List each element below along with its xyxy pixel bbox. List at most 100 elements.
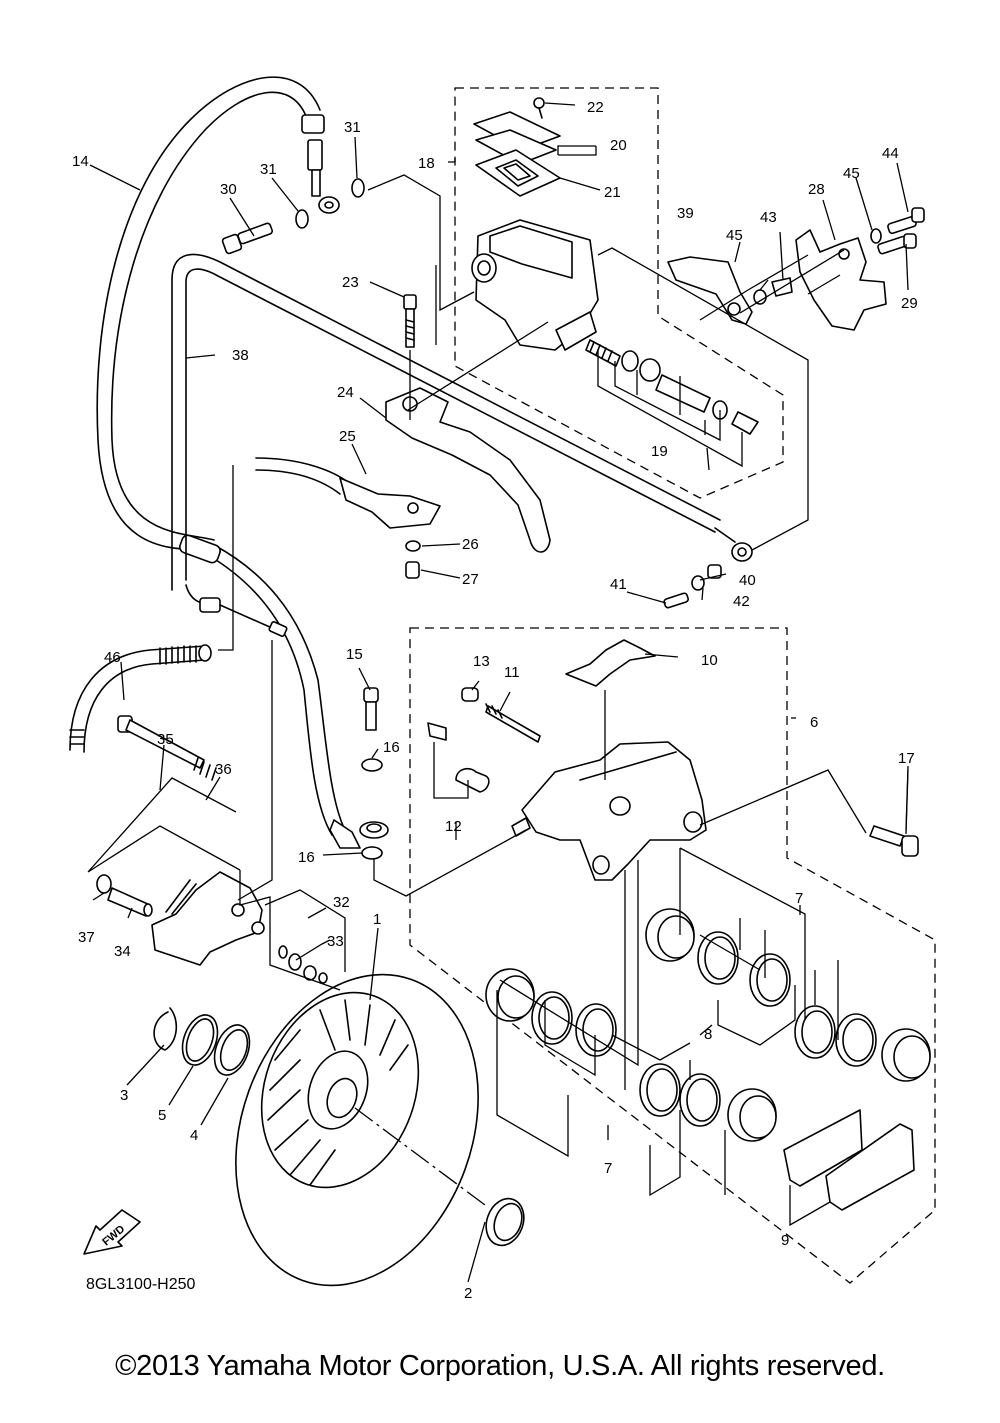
callout-27: 27: [462, 571, 479, 588]
callout-37: 37: [78, 929, 95, 946]
callout-45-right: 45: [843, 165, 860, 182]
callout-20: 20: [610, 137, 627, 154]
parking-caliper-oring[interactable]: [96, 874, 112, 894]
callout-5: 5: [158, 1107, 166, 1124]
brake-pad-kit[interactable]: [783, 1109, 915, 1211]
callout-34: 34: [114, 943, 131, 960]
callout-25: 25: [339, 428, 356, 445]
reservoir-cap[interactable]: [473, 111, 561, 165]
callout-14: 14: [72, 153, 89, 170]
copper-washer-upper-1[interactable]: [295, 209, 309, 229]
parking-brake-caliper[interactable]: [151, 871, 265, 966]
callout-31-lower: 31: [260, 161, 277, 178]
cable-collar[interactable]: [707, 564, 722, 579]
axis-line-disc: [354, 1107, 486, 1206]
parking-caliper-collar[interactable]: [107, 887, 153, 917]
copper-washer-lower-2[interactable]: [361, 846, 383, 860]
banjo-bolt-upper[interactable]: [221, 222, 273, 255]
brake-disc[interactable]: [194, 940, 520, 1319]
guide-lines-caliper: [496, 847, 839, 1227]
callout-13: 13: [473, 653, 490, 670]
callout-41: 41: [610, 576, 627, 593]
assembly-guide-lines: [218, 174, 867, 901]
callout-7-upper: 7: [795, 890, 803, 907]
callout-17: 17: [898, 750, 915, 767]
callout-45-left: 45: [726, 227, 743, 244]
callout-36: 36: [215, 761, 232, 778]
group-outline-caliper: [409, 627, 936, 1284]
callout-10: 10: [701, 652, 718, 669]
callout-35: 35: [157, 731, 174, 748]
callout-18: 18: [418, 155, 435, 172]
caliper-bolt[interactable]: [869, 825, 919, 857]
cable-bolt[interactable]: [663, 592, 689, 609]
callout-9: 9: [781, 1232, 789, 1249]
pedal-lever[interactable]: [667, 256, 753, 325]
master-cylinder-piston-kit[interactable]: [585, 339, 759, 435]
callout-7-lower: 7: [604, 1160, 612, 1177]
pad-pin[interactable]: [485, 703, 541, 743]
callout-44: 44: [882, 145, 899, 162]
callout-11: 11: [504, 664, 520, 681]
pedal-bracket[interactable]: [795, 229, 887, 331]
copper-washer-lower-1[interactable]: [361, 758, 383, 772]
callout-6: 6: [810, 714, 818, 731]
callout-15: 15: [346, 646, 363, 663]
drawing-code: 8GL3100-H250: [86, 1276, 196, 1293]
callout-21: 21: [604, 184, 621, 201]
brake-hose[interactable]: [96, 76, 389, 849]
parking-brake-cable[interactable]: [171, 253, 753, 637]
callout-22: 22: [587, 99, 604, 116]
callout-26: 26: [462, 536, 479, 553]
callout-39: 39: [677, 205, 694, 222]
piston-seal-set[interactable]: [531, 931, 877, 1127]
circlip[interactable]: [153, 1007, 178, 1051]
brake-light-switch[interactable]: [255, 457, 441, 529]
cap-screw[interactable]: [533, 97, 545, 119]
pedal-washer[interactable]: [753, 289, 767, 305]
callout-leaders: [89, 102, 909, 1283]
banjo-bolt-lower[interactable]: [363, 687, 379, 731]
bracket-bolt-upper[interactable]: [887, 207, 925, 235]
callout-19: 19: [651, 443, 668, 460]
callout-3: 3: [120, 1087, 128, 1104]
cable-washer[interactable]: [691, 575, 705, 591]
callout-43: 43: [760, 209, 777, 226]
bleed-screw-set[interactable]: [427, 722, 490, 793]
pad-pin-plug[interactable]: [461, 687, 479, 702]
bracket-washer[interactable]: [870, 228, 882, 244]
callout-31-upper: 31: [344, 119, 361, 136]
pad-spring[interactable]: [565, 639, 656, 687]
switch-nut[interactable]: [405, 561, 420, 579]
group-outline-master-cylinder: [454, 87, 784, 499]
switch-washer[interactable]: [405, 540, 421, 552]
callout-16-lower: 16: [298, 849, 315, 866]
lever-pivot-bolt[interactable]: [403, 294, 417, 348]
callout-46: 46: [104, 649, 121, 666]
callout-4: 4: [190, 1127, 198, 1144]
callout-40: 40: [739, 572, 756, 589]
master-cylinder[interactable]: [471, 219, 599, 351]
copper-washer-upper-2[interactable]: [351, 178, 365, 198]
parking-caliper-spring[interactable]: [193, 757, 217, 781]
callout-29: 29: [901, 295, 918, 312]
bracket-bolt-lower[interactable]: [877, 233, 917, 255]
disc-collar[interactable]: [480, 1193, 530, 1250]
callout-12: 12: [445, 818, 462, 835]
callout-28: 28: [808, 181, 825, 198]
brake-caliper[interactable]: [511, 741, 707, 881]
caliper-piston-set[interactable]: [485, 908, 931, 1142]
callout-1: 1: [373, 911, 381, 928]
parking-caliper-seal-kit[interactable]: [278, 945, 328, 984]
reservoir-diaphragm[interactable]: [475, 149, 561, 197]
disc-seal[interactable]: [208, 1020, 256, 1080]
disc-shim[interactable]: [176, 1010, 224, 1070]
callout-24: 24: [337, 384, 354, 401]
copyright-notice: ©2013 Yamaha Motor Corporation, U.S.A. A…: [115, 1350, 885, 1382]
callout-23: 23: [342, 274, 359, 291]
cable-sleeve[interactable]: [69, 644, 212, 753]
callout-16-upper: 16: [383, 739, 400, 756]
parking-caliper-bolt[interactable]: [117, 715, 205, 769]
callout-38: 38: [232, 347, 249, 364]
